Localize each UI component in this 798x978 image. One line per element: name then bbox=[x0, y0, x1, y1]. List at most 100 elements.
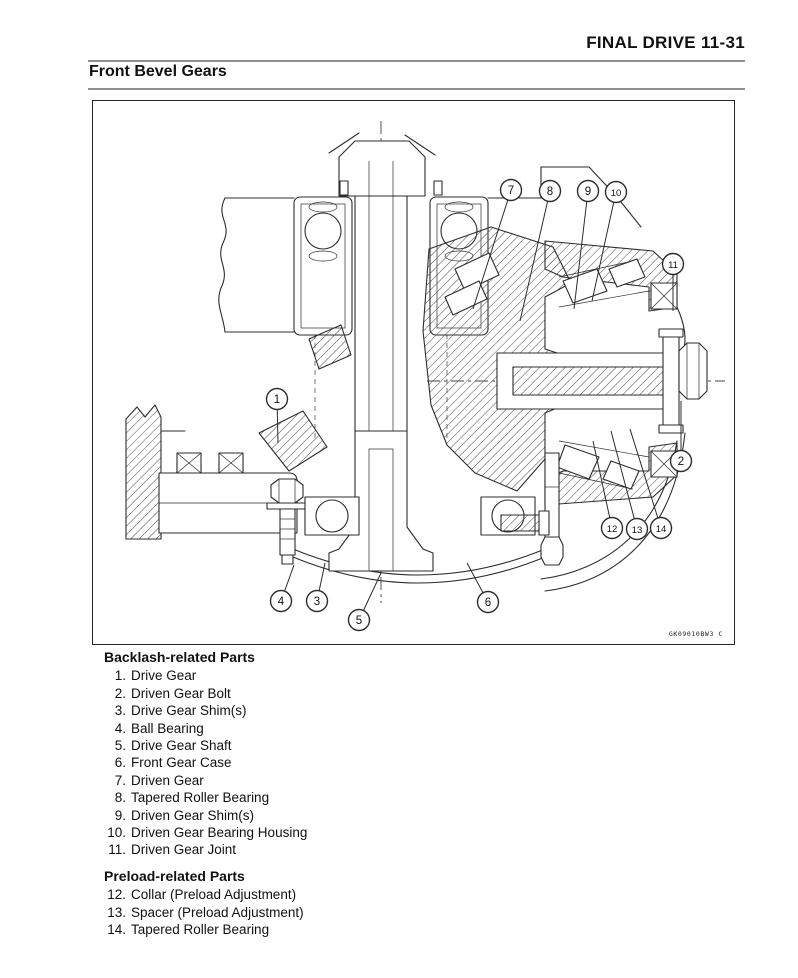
driven-gear-bolt bbox=[678, 342, 708, 400]
parts-item-number: 5. bbox=[114, 738, 126, 754]
parts-group: Backlash-related Parts 1. Drive Gear 2. Driv… bbox=[104, 649, 307, 859]
parts-item-label: Driven Gear Shim(s) bbox=[131, 807, 255, 823]
driven-gear-joint bbox=[496, 328, 708, 434]
parts-item: 5. Drive Gear Shaft bbox=[104, 737, 307, 754]
callout-6: 6 bbox=[466, 562, 500, 614]
callout-13: 13 bbox=[610, 430, 649, 541]
left-output-boss bbox=[158, 452, 308, 565]
header-rule bbox=[88, 60, 745, 62]
parts-item: 14. Tapered Roller Bearing bbox=[104, 921, 307, 938]
parts-item: 8. Tapered Roller Bearing bbox=[104, 789, 307, 806]
callout-6-circle bbox=[476, 590, 500, 614]
parts-item-label: Driven Gear Bolt bbox=[131, 685, 231, 701]
callout-13-leader bbox=[610, 430, 638, 530]
parts-item-label: Spacer (Preload Adjustment) bbox=[131, 904, 304, 920]
callout-9: 9 bbox=[573, 179, 600, 310]
callout-1-circle bbox=[265, 387, 289, 411]
callout-5-number: 5 bbox=[356, 615, 362, 627]
oil-seal-left-2 bbox=[218, 452, 244, 474]
figure-code: GK09010BW3 C bbox=[669, 630, 723, 638]
parts-item-number: 12. bbox=[107, 887, 126, 903]
parts-item: 4. Ball Bearing bbox=[104, 720, 307, 737]
parts-item: 13. Spacer (Preload Adjustment) bbox=[104, 904, 307, 921]
parts-item: 6. Front Gear Case bbox=[104, 754, 307, 771]
parts-item-number: 13. bbox=[107, 904, 126, 920]
section-rule bbox=[88, 88, 745, 90]
callout-1: 1 bbox=[265, 387, 289, 444]
callout-10-number: 10 bbox=[611, 188, 622, 199]
parts-group-heading: Backlash-related Parts bbox=[104, 649, 255, 665]
callout-14-leader bbox=[629, 428, 662, 529]
parts-item-label: Tapered Roller Bearing bbox=[131, 922, 270, 938]
callout-12-leader bbox=[592, 440, 613, 529]
callout-11-number: 11 bbox=[668, 260, 678, 271]
callout-12-number: 12 bbox=[607, 524, 618, 535]
callout-11: 11 bbox=[661, 252, 685, 311]
gear-case bbox=[125, 166, 686, 592]
callout-10: 10 bbox=[591, 180, 628, 302]
callout-3-circle bbox=[305, 589, 329, 613]
callout-12: 12 bbox=[592, 440, 624, 540]
parts-item: 12. Collar (Preload Adjustment) bbox=[104, 886, 307, 903]
parts-item: 1. Drive Gear bbox=[104, 667, 307, 684]
callout-7: 7 bbox=[472, 178, 523, 310]
section-title: Front Bevel Gears bbox=[89, 63, 227, 80]
parts-item-label: Collar (Preload Adjustment) bbox=[131, 887, 297, 903]
parts-item: 9.Driven Gear Shim(s) bbox=[104, 807, 307, 824]
callout-14-circle bbox=[649, 516, 673, 540]
callout-5-circle bbox=[347, 608, 371, 632]
callout-14: 14 bbox=[629, 428, 673, 540]
callout-7-leader bbox=[472, 189, 512, 310]
case-bolt bbox=[266, 478, 308, 565]
parts-item-label: Driven Gear Joint bbox=[131, 842, 237, 858]
callout-4-circle bbox=[269, 589, 293, 613]
callout-2-circle bbox=[669, 449, 693, 473]
callout-8-number: 8 bbox=[547, 186, 553, 198]
ball-bearing-top-left bbox=[293, 180, 353, 336]
parts-item-label: Driven Gear bbox=[131, 772, 204, 788]
callout-8-leader bbox=[519, 190, 551, 322]
callout-14-number: 14 bbox=[656, 524, 667, 535]
callout-12-circle bbox=[600, 516, 624, 540]
drive-gear-shaft bbox=[328, 132, 436, 572]
parts-item-label: Tapered Roller Bearing bbox=[131, 790, 270, 806]
callout-9-leader bbox=[573, 190, 589, 310]
callout-10-circle bbox=[604, 180, 628, 204]
parts-item-number: 14. bbox=[107, 922, 126, 938]
callout-2: 2 bbox=[669, 401, 693, 473]
oil-seal-left-1 bbox=[176, 452, 202, 474]
parts-item-number: 8. bbox=[114, 790, 126, 806]
parts-list: Backlash-related Parts 1. Drive Gear 2. Driv… bbox=[104, 649, 307, 939]
callout-7-number: 7 bbox=[508, 185, 514, 197]
parts-item-number: 4. bbox=[114, 720, 126, 736]
parts-item-label: Drive Gear Shaft bbox=[131, 738, 232, 754]
callout-8: 8 bbox=[519, 179, 562, 322]
parts-item-number: 6. bbox=[114, 755, 126, 771]
parts-item-label: Drive Gear bbox=[131, 668, 197, 684]
parts-item-label: Drive Gear Shim(s) bbox=[131, 703, 247, 719]
callout-13-number: 13 bbox=[632, 525, 643, 536]
parts-item-number: 1. bbox=[114, 668, 126, 684]
callout-9-number: 9 bbox=[585, 186, 591, 198]
parts-item-number: 7. bbox=[114, 772, 126, 788]
page-header-title: FINAL DRIVE 11-31 bbox=[586, 33, 745, 52]
parts-item-number: 10. bbox=[107, 825, 126, 841]
callout-6-number: 6 bbox=[485, 597, 491, 609]
drive-gear bbox=[258, 324, 352, 472]
parts-item-label: Ball Bearing bbox=[131, 720, 204, 736]
callout-8-circle bbox=[538, 179, 562, 203]
callout-9-circle bbox=[576, 179, 600, 203]
callout-10-leader bbox=[591, 191, 617, 302]
parts-item: 3.Drive Gear Shim(s) bbox=[104, 702, 307, 719]
parts-item-label: Front Gear Case bbox=[131, 755, 232, 771]
callout-7-circle bbox=[499, 178, 523, 202]
parts-item: 7. Driven Gear bbox=[104, 772, 307, 789]
parts-item-number: 2. bbox=[114, 685, 126, 701]
callout-3-number: 3 bbox=[314, 596, 320, 608]
callout-13-circle bbox=[625, 517, 649, 541]
callout-3: 3 bbox=[305, 562, 329, 613]
